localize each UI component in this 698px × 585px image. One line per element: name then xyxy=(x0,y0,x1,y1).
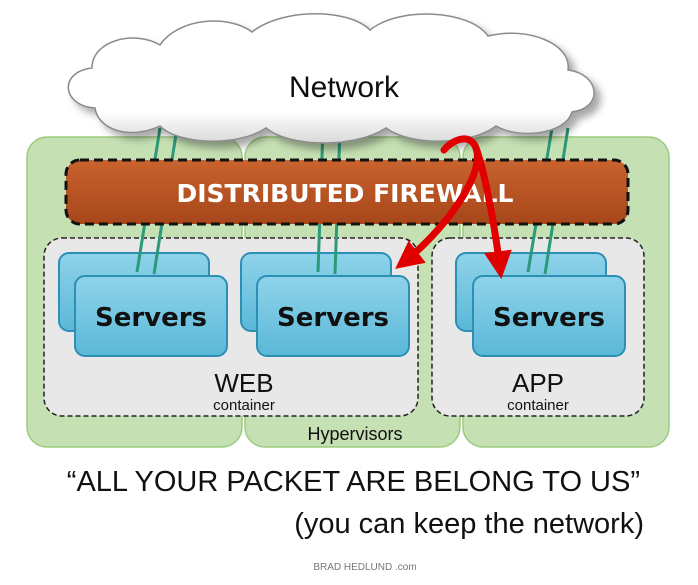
server-label: Servers xyxy=(95,303,207,333)
hypervisors-label: Hypervisors xyxy=(307,424,402,444)
web-container-name: WEB xyxy=(214,368,273,398)
server-stacks-front: Servers Servers Servers xyxy=(74,275,626,357)
caption-line-2: (you can keep the network) xyxy=(294,508,644,540)
network-cloud: Network xyxy=(67,13,595,144)
distributed-firewall: DISTRIBUTED FIREWALL xyxy=(64,158,630,226)
server-box-web-1 xyxy=(74,275,228,357)
arrow-to-app xyxy=(472,144,512,280)
server-label: Servers xyxy=(493,303,605,333)
app-container-sub: container xyxy=(507,397,569,414)
server-box-web-2 xyxy=(256,275,410,357)
cloud-shape xyxy=(67,13,595,144)
server-label: Servers xyxy=(277,303,389,333)
traffic-arrows xyxy=(395,135,512,280)
caption-line-1: “ALL YOUR PACKET ARE BELONG TO US” xyxy=(66,466,640,498)
app-container-name: APP xyxy=(512,368,564,398)
web-container-sub: container xyxy=(213,397,275,414)
network-label: Network xyxy=(289,71,400,104)
server-box-app xyxy=(472,275,626,357)
credit-text: BRAD HEDLUND .com xyxy=(313,562,417,573)
